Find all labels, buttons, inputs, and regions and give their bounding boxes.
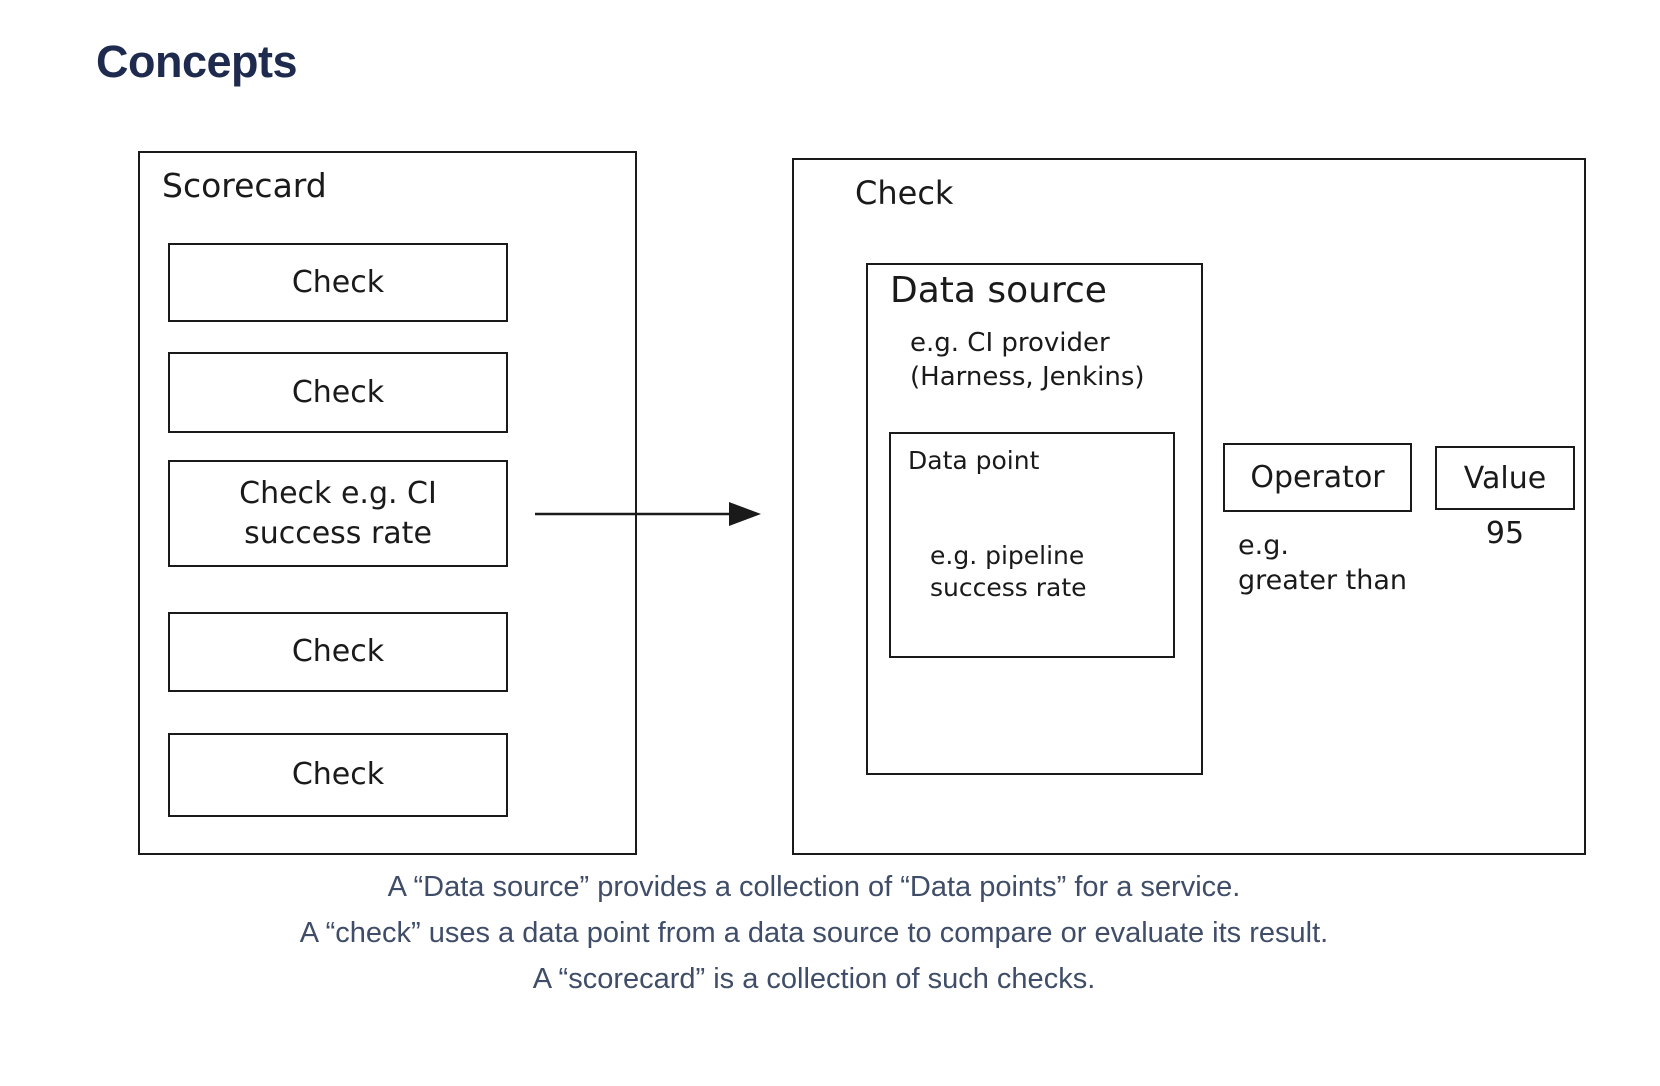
scorecard-check-item: Check xyxy=(168,612,508,692)
value-example: 95 xyxy=(1485,516,1525,551)
caption-line: A “check” uses a data point from a data … xyxy=(299,917,1329,949)
check-detail-label: Check xyxy=(855,174,954,212)
operator-box: Operator xyxy=(1223,443,1412,512)
data-point-example: e.g. pipeline success rate xyxy=(930,541,1087,602)
caption-block: A “Data source” provides a collection of… xyxy=(0,864,1628,1002)
caption-line: A “scorecard” is a collection of such ch… xyxy=(532,963,1096,995)
scorecard-check-item-ci-success-rate: Check e.g. CI success rate xyxy=(168,460,508,567)
value-box: Value xyxy=(1435,446,1575,510)
scorecard-check-item: Check xyxy=(168,352,508,433)
caption-line: A “Data source” provides a collection of… xyxy=(387,871,1241,903)
operator-example: e.g. greater than xyxy=(1238,530,1408,596)
data-source-title: Data source xyxy=(890,270,1107,311)
data-point-title: Data point xyxy=(908,446,1040,475)
flow-arrow-icon xyxy=(535,502,761,526)
scorecard-check-item: Check xyxy=(168,243,508,322)
data-source-example: e.g. CI provider (Harness, Jenkins) xyxy=(910,328,1145,392)
scorecard-label: Scorecard xyxy=(162,166,327,205)
page-title: Concepts xyxy=(96,36,298,88)
data-point-box xyxy=(889,432,1175,658)
scorecard-check-item: Check xyxy=(168,733,508,817)
